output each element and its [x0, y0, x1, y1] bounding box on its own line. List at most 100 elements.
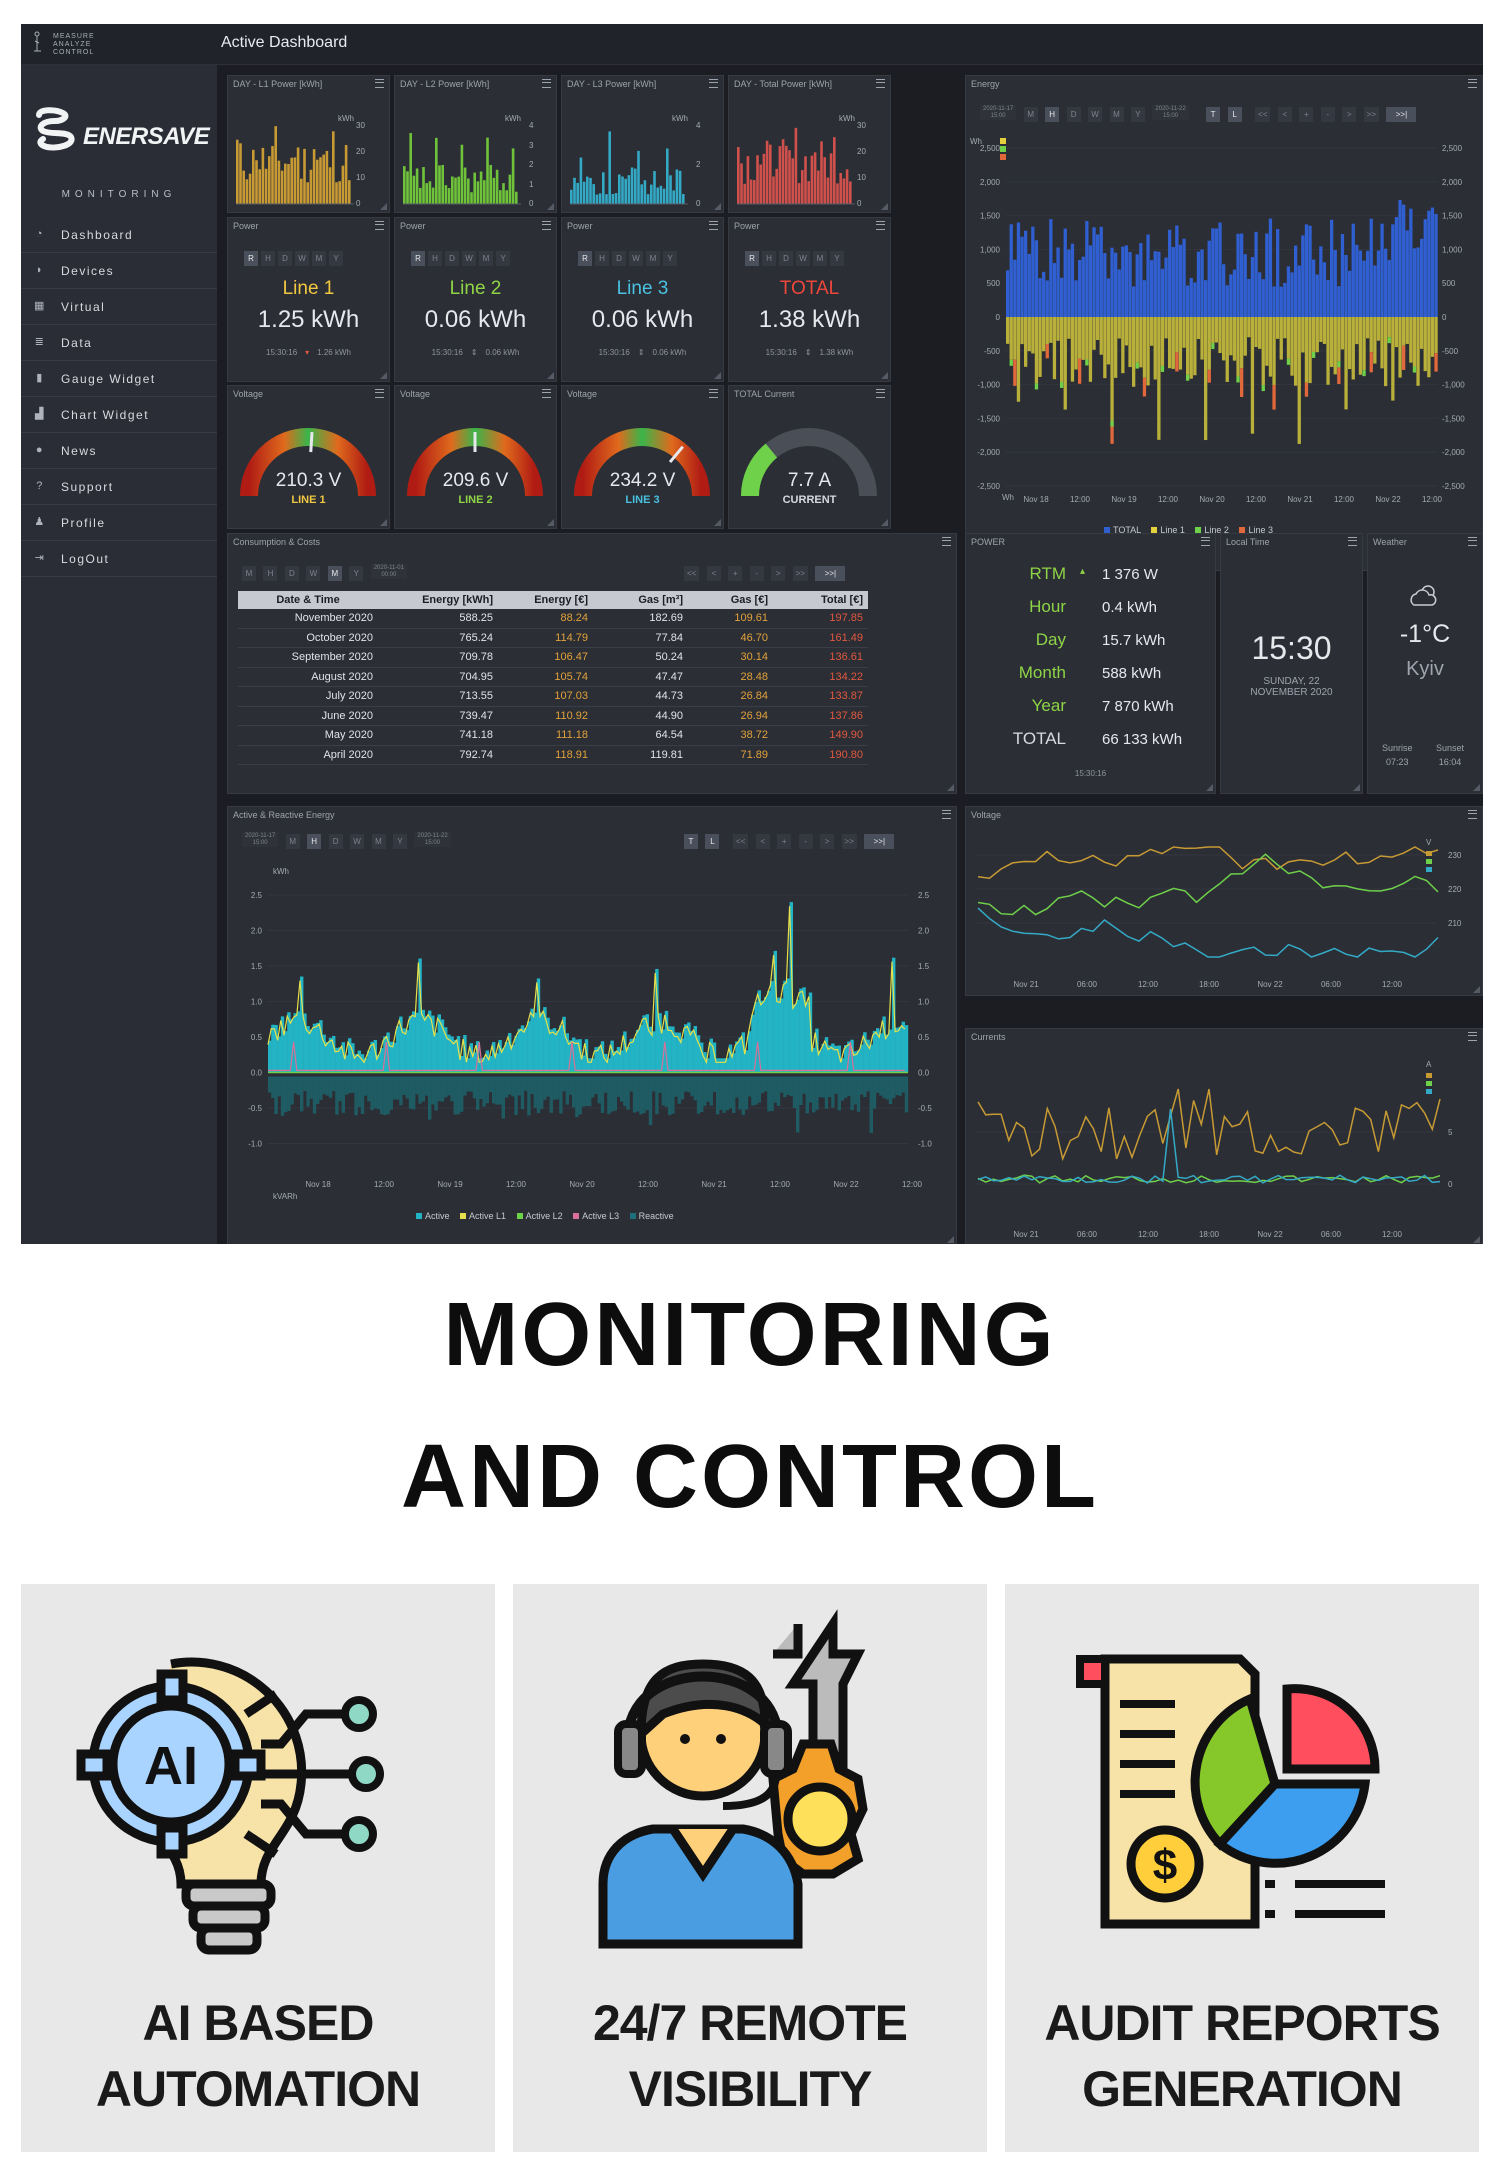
- zoom-out-button[interactable]: -: [1320, 107, 1335, 122]
- panel-menu-icon[interactable]: [1348, 537, 1357, 546]
- nav-last-button[interactable]: >>: [792, 566, 808, 581]
- zoom-in-button[interactable]: +: [1299, 107, 1314, 122]
- range-week-button[interactable]: W: [306, 566, 321, 581]
- resize-handle[interactable]: [714, 372, 721, 379]
- nav-prev-button[interactable]: <: [755, 834, 770, 849]
- period-button-d[interactable]: D: [445, 251, 459, 266]
- nav-now-button[interactable]: >>|: [864, 834, 895, 849]
- resize-handle[interactable]: [881, 519, 888, 526]
- period-button-h[interactable]: H: [595, 251, 609, 266]
- period-button-y[interactable]: Y: [830, 251, 844, 266]
- period-button-w[interactable]: W: [462, 251, 476, 266]
- zoom-out-button[interactable]: -: [798, 834, 813, 849]
- range-week-button[interactable]: W: [1088, 107, 1103, 122]
- nav-prev-button[interactable]: <: [1277, 107, 1292, 122]
- resize-handle[interactable]: [547, 372, 554, 379]
- nav-last-button[interactable]: >>: [1363, 107, 1379, 122]
- period-button-y[interactable]: Y: [663, 251, 677, 266]
- period-button-r[interactable]: R: [745, 251, 759, 266]
- period-button-y[interactable]: Y: [329, 251, 343, 266]
- sidebar-item-gauge-widget[interactable]: ▮Gauge Widget: [21, 361, 217, 397]
- range-year-button[interactable]: Y: [392, 834, 407, 849]
- range-minute-button[interactable]: M: [242, 566, 256, 581]
- resize-handle[interactable]: [380, 372, 387, 379]
- zoom-out-button[interactable]: -: [749, 566, 764, 581]
- sidebar-item-virtual[interactable]: ▦Virtual: [21, 289, 217, 325]
- resize-handle[interactable]: [947, 1236, 954, 1243]
- nav-next-button[interactable]: >: [820, 834, 835, 849]
- date-to-field[interactable]: 2020-11-22 15:00: [1152, 105, 1189, 120]
- toggle-t-button[interactable]: T: [1206, 107, 1221, 122]
- nav-last-button[interactable]: >>: [841, 834, 857, 849]
- period-button-r[interactable]: R: [244, 251, 258, 266]
- date-to-field[interactable]: 2020-11-22 15:00: [414, 832, 451, 847]
- range-minute-button[interactable]: M: [285, 834, 300, 849]
- resize-handle[interactable]: [881, 203, 888, 210]
- panel-menu-icon[interactable]: [375, 79, 384, 88]
- panel-menu-icon[interactable]: [1468, 79, 1477, 88]
- range-month-button[interactable]: M: [371, 834, 386, 849]
- period-button-d[interactable]: D: [779, 251, 793, 266]
- period-button-m[interactable]: M: [479, 251, 493, 266]
- range-week-button[interactable]: W: [350, 834, 365, 849]
- period-button-y[interactable]: Y: [496, 251, 510, 266]
- date-field[interactable]: 2020-11-01 00:00: [370, 564, 407, 579]
- nav-first-button[interactable]: <<: [684, 566, 700, 581]
- sidebar-item-dashboard[interactable]: ◔Dashboard: [21, 217, 217, 253]
- panel-menu-icon[interactable]: [1468, 810, 1477, 819]
- panel-menu-icon[interactable]: [876, 79, 885, 88]
- resize-handle[interactable]: [714, 203, 721, 210]
- panel-menu-icon[interactable]: [542, 79, 551, 88]
- sidebar-item-news[interactable]: ●News: [21, 433, 217, 469]
- range-hour-button[interactable]: H: [263, 566, 278, 581]
- zoom-in-button[interactable]: +: [777, 834, 792, 849]
- sidebar-item-devices[interactable]: ◗Devices: [21, 253, 217, 289]
- nav-now-button[interactable]: >>|: [815, 566, 846, 581]
- panel-menu-icon[interactable]: [709, 79, 718, 88]
- period-button-w[interactable]: W: [295, 251, 309, 266]
- range-day-button[interactable]: D: [328, 834, 343, 849]
- panel-menu-icon[interactable]: [876, 389, 885, 398]
- panel-menu-icon[interactable]: [709, 221, 718, 230]
- panel-menu-icon[interactable]: [1468, 1032, 1477, 1041]
- nav-now-button[interactable]: >>|: [1386, 107, 1417, 122]
- panel-menu-icon[interactable]: [942, 810, 951, 819]
- toggle-l-button[interactable]: L: [705, 834, 720, 849]
- period-button-d[interactable]: D: [612, 251, 626, 266]
- nav-first-button[interactable]: <<: [1255, 107, 1271, 122]
- resize-handle[interactable]: [380, 519, 387, 526]
- nav-prev-button[interactable]: <: [706, 566, 721, 581]
- nav-first-button[interactable]: <<: [732, 834, 749, 849]
- period-button-r[interactable]: R: [411, 251, 425, 266]
- sidebar-item-chart-widget[interactable]: ▟Chart Widget: [21, 397, 217, 433]
- resize-handle[interactable]: [1473, 1236, 1480, 1243]
- range-year-button[interactable]: Y: [349, 566, 364, 581]
- panel-menu-icon[interactable]: [709, 389, 718, 398]
- panel-menu-icon[interactable]: [375, 389, 384, 398]
- range-month-button[interactable]: M: [1109, 107, 1124, 122]
- toggle-t-button[interactable]: T: [684, 834, 698, 849]
- range-day-button[interactable]: D: [284, 566, 299, 581]
- sidebar-item-profile[interactable]: ♟Profile: [21, 505, 217, 541]
- sidebar-item-support[interactable]: ?Support: [21, 469, 217, 505]
- panel-menu-icon[interactable]: [1201, 537, 1210, 546]
- period-button-h[interactable]: H: [428, 251, 442, 266]
- period-button-m[interactable]: M: [646, 251, 660, 266]
- panel-menu-icon[interactable]: [375, 221, 384, 230]
- period-button-d[interactable]: D: [278, 251, 292, 266]
- range-hour-button[interactable]: H: [307, 834, 322, 849]
- resize-handle[interactable]: [1206, 784, 1213, 791]
- period-button-m[interactable]: M: [813, 251, 827, 266]
- nav-next-button[interactable]: >: [1342, 107, 1357, 122]
- resize-handle[interactable]: [547, 519, 554, 526]
- resize-handle[interactable]: [714, 519, 721, 526]
- sidebar-item-data[interactable]: ≣Data: [21, 325, 217, 361]
- date-from-field[interactable]: 2020-11-17 15:00: [242, 832, 279, 847]
- range-month-button[interactable]: M: [327, 566, 342, 581]
- date-from-field[interactable]: 2020-11-17 15:00: [980, 105, 1017, 120]
- period-button-h[interactable]: H: [762, 251, 776, 266]
- range-hour-button[interactable]: H: [1045, 107, 1060, 122]
- range-day-button[interactable]: D: [1066, 107, 1081, 122]
- sidebar-item-logout[interactable]: ⇥LogOut: [21, 541, 217, 577]
- period-button-w[interactable]: W: [629, 251, 643, 266]
